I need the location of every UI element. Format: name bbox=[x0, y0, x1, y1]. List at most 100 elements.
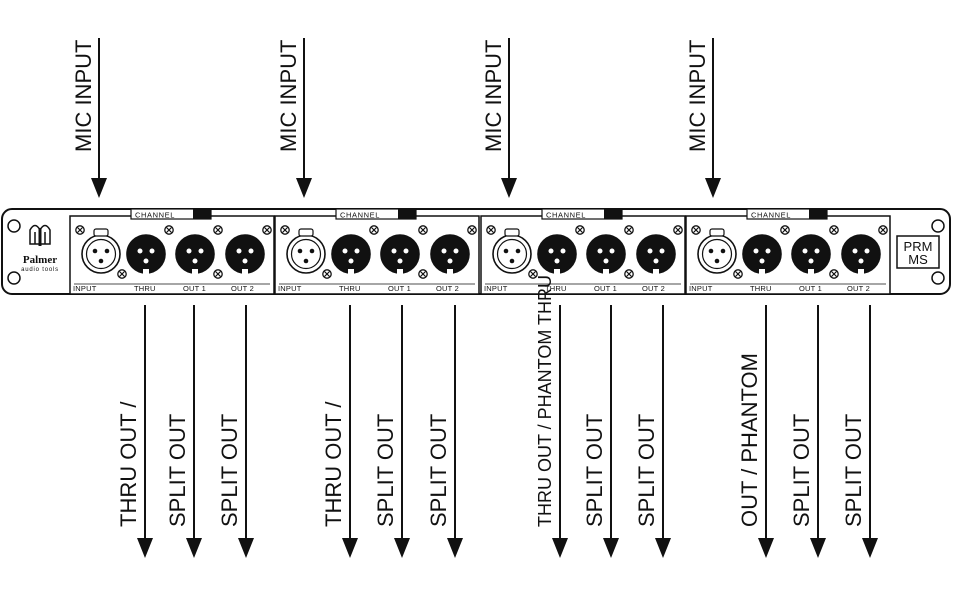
output-arrow bbox=[758, 305, 774, 558]
xlr-male-out2-icon bbox=[636, 234, 676, 274]
screw-icon bbox=[733, 269, 743, 279]
xlr-male-out2-icon bbox=[225, 234, 265, 274]
connector-label-out2: OUT 2 bbox=[847, 284, 870, 293]
screw-icon bbox=[467, 225, 477, 235]
screw-icon bbox=[117, 269, 127, 279]
screw-icon bbox=[164, 225, 174, 235]
connector-label-input: INPUT bbox=[689, 284, 713, 293]
mic-input-arrow bbox=[296, 38, 312, 198]
xlr-male-out1-icon bbox=[791, 234, 831, 274]
channel-block: CHANNEL INPUT THRU OUT 1 OUT 2 MIC INPUT THRU … bbox=[274, 38, 480, 558]
screw-icon bbox=[528, 269, 538, 279]
model-badge: PRM MS bbox=[896, 235, 940, 269]
channel-block: CHANNEL INPUT THRU OUT 1 OUT 2 MIC INPUT THRU … bbox=[69, 38, 275, 558]
connector-label-out2: OUT 2 bbox=[642, 284, 665, 293]
screw-icon bbox=[691, 225, 701, 235]
xlr-male-out1-icon bbox=[586, 234, 626, 274]
mic-input-arrow bbox=[501, 38, 517, 198]
xlr-male-out2-icon bbox=[841, 234, 881, 274]
output-label: SPLIT OUT bbox=[789, 414, 814, 527]
screw-icon bbox=[280, 225, 290, 235]
screw-icon bbox=[322, 269, 332, 279]
connector-label-input: INPUT bbox=[73, 284, 97, 293]
output-arrow bbox=[238, 305, 254, 558]
output-arrow bbox=[655, 305, 671, 558]
output-label: THRU OUT / bbox=[116, 401, 141, 527]
output-label: THRU OUT / bbox=[321, 401, 346, 527]
connector-label-thru: THRU bbox=[134, 284, 156, 293]
brand-name: Palmer bbox=[23, 254, 57, 266]
channel-tag: CHANNEL bbox=[335, 208, 417, 220]
output-arrow bbox=[810, 305, 826, 558]
connector-label-out2: OUT 2 bbox=[436, 284, 459, 293]
channel-label: CHANNEL bbox=[546, 211, 586, 220]
connector-label-input: INPUT bbox=[278, 284, 302, 293]
screw-icon bbox=[829, 225, 839, 235]
model-line1: PRM bbox=[904, 239, 933, 254]
screw-icon bbox=[624, 225, 634, 235]
output-arrow bbox=[186, 305, 202, 558]
output-arrow bbox=[552, 305, 568, 558]
channel-tag: CHANNEL bbox=[746, 208, 828, 220]
channel-tag: CHANNEL bbox=[541, 208, 623, 220]
screw-icon bbox=[575, 225, 585, 235]
connector-label-thru: THRU bbox=[750, 284, 772, 293]
screw-icon bbox=[624, 269, 634, 279]
xlr-male-out2-icon bbox=[430, 234, 470, 274]
screw-icon bbox=[780, 225, 790, 235]
channels-layer: CHANNEL INPUT THRU OUT 1 OUT 2 MIC INPUT THRU … bbox=[69, 38, 891, 558]
output-label: SPLIT OUT bbox=[373, 414, 398, 527]
output-arrow bbox=[394, 305, 410, 558]
output-arrow bbox=[447, 305, 463, 558]
channel-label: CHANNEL bbox=[340, 211, 380, 220]
output-label: SPLIT OUT bbox=[841, 414, 866, 527]
palmer-logo: Palmer audio tools bbox=[21, 224, 59, 273]
xlr-female-input-icon bbox=[697, 228, 737, 274]
mic-input-label: MIC INPUT bbox=[685, 40, 710, 152]
output-label: SPLIT OUT bbox=[634, 414, 659, 527]
screw-icon bbox=[829, 269, 839, 279]
screw-icon bbox=[486, 225, 496, 235]
screw-icon bbox=[213, 225, 223, 235]
xlr-female-input-icon bbox=[81, 228, 121, 274]
output-arrow bbox=[137, 305, 153, 558]
rack-ear-right bbox=[931, 219, 945, 285]
mic-input-label: MIC INPUT bbox=[71, 40, 96, 152]
screw-icon bbox=[213, 269, 223, 279]
connector-label-out1: OUT 1 bbox=[388, 284, 411, 293]
connector-label-input: INPUT bbox=[484, 284, 508, 293]
connector-label-thru: THRU bbox=[339, 284, 361, 293]
screw-icon bbox=[418, 269, 428, 279]
channel-block: CHANNEL INPUT THRU OUT 1 OUT 2 MIC INPUT THRU … bbox=[480, 38, 686, 558]
screw-icon bbox=[878, 225, 888, 235]
model-line2: MS bbox=[908, 252, 928, 267]
screw-icon bbox=[262, 225, 272, 235]
xlr-male-out1-icon bbox=[380, 234, 420, 274]
screw-icon bbox=[673, 225, 683, 235]
output-label: SPLIT OUT bbox=[426, 414, 451, 527]
connector-label-out1: OUT 1 bbox=[594, 284, 617, 293]
output-arrow bbox=[862, 305, 878, 558]
brand-subtitle: audio tools bbox=[21, 267, 59, 273]
mic-input-label: MIC INPUT bbox=[481, 40, 506, 152]
channel-label: CHANNEL bbox=[135, 211, 175, 220]
screw-icon bbox=[75, 225, 85, 235]
mic-input-arrow bbox=[91, 38, 107, 198]
mic-input-label: MIC INPUT bbox=[276, 40, 301, 152]
connector-label-out2: OUT 2 bbox=[231, 284, 254, 293]
screw-icon bbox=[418, 225, 428, 235]
connector-label-out1: OUT 1 bbox=[183, 284, 206, 293]
output-arrow bbox=[342, 305, 358, 558]
xlr-male-thru-icon bbox=[742, 234, 782, 274]
output-label: SPLIT OUT bbox=[217, 414, 242, 527]
xlr-male-out1-icon bbox=[175, 234, 215, 274]
output-arrow bbox=[603, 305, 619, 558]
output-label: SPLIT OUT bbox=[165, 414, 190, 527]
connector-label-thru: THRU bbox=[545, 284, 567, 293]
mic-input-arrow bbox=[705, 38, 721, 198]
output-label: THRU OUT / PHANTOM THRU bbox=[535, 275, 555, 527]
xlr-male-thru-icon bbox=[331, 234, 371, 274]
connector-label-out1: OUT 1 bbox=[799, 284, 822, 293]
